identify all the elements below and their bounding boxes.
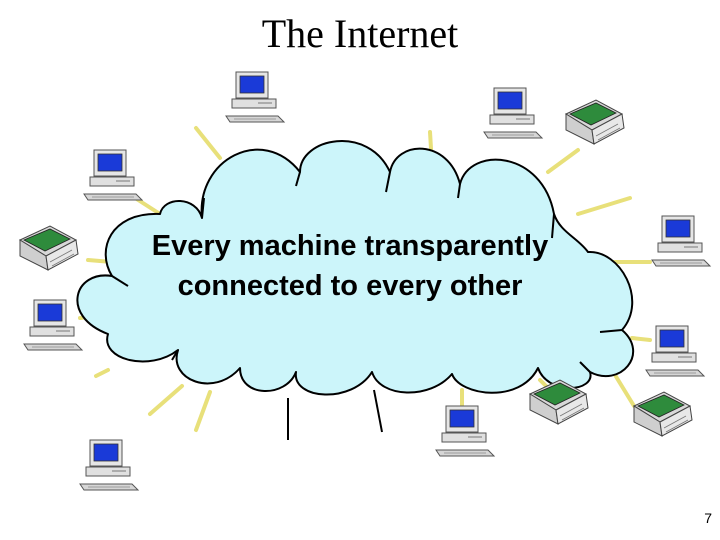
link xyxy=(196,128,220,158)
cloud-caption-line2: connected to every other xyxy=(110,266,590,306)
desktop-icon xyxy=(646,326,704,376)
cloud-caption-line1: Every machine transparently xyxy=(110,226,590,266)
cloud-caption: Every machine transparently connected to… xyxy=(110,226,590,306)
link xyxy=(578,198,630,214)
desktop-icon xyxy=(226,72,284,122)
link xyxy=(548,150,578,172)
link xyxy=(196,392,210,430)
desktop-icon xyxy=(436,406,494,456)
link xyxy=(632,338,650,340)
desktop-icon xyxy=(484,88,542,138)
page-number: 7 xyxy=(704,510,712,526)
laptop-icon xyxy=(634,392,692,436)
link xyxy=(150,386,182,414)
laptop-icon xyxy=(20,226,78,270)
desktop-icon xyxy=(652,216,710,266)
desktop-icon xyxy=(84,150,142,200)
laptop-icon xyxy=(566,100,624,144)
desktop-icon xyxy=(24,300,82,350)
desktop-icon xyxy=(80,440,138,490)
link xyxy=(96,370,108,376)
